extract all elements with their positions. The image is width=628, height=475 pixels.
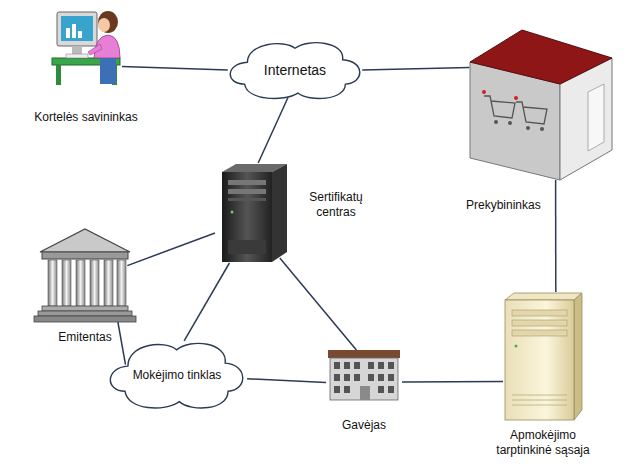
connector-line [247, 379, 326, 383]
node-label: Emitentas [58, 330, 111, 345]
server-icon [222, 164, 287, 262]
node-label: Kortelės savininkas [34, 110, 137, 125]
connector-line [362, 68, 469, 70]
building-node: Gavėjas [326, 350, 402, 400]
node-label: Gavėjas [342, 418, 386, 433]
connector-line [184, 263, 229, 341]
store-icon [470, 30, 612, 180]
cloud-shape [230, 43, 360, 99]
bank-node: Emitentas [38, 228, 132, 322]
server-node: Sertifikatų centras [215, 163, 287, 263]
connector-line [258, 98, 288, 163]
cloud-label: Mokėjimo tinklas [133, 367, 222, 383]
cloud-node: Internetas [225, 38, 365, 102]
bank-icon [34, 229, 136, 322]
node-label: Apmokėjimo tarptinkinė sąsaja [481, 428, 605, 458]
connector-line [127, 233, 215, 266]
building-icon [328, 350, 400, 400]
cloud-shape [111, 343, 243, 408]
node-label: Prekybininkas [466, 198, 541, 213]
merchant-node: Prekybininkas [468, 28, 614, 180]
node-label: Sertifikatų centras [301, 190, 371, 220]
cloud-label: Internetas [264, 62, 326, 78]
connector-line [118, 322, 126, 365]
connector-line [122, 67, 228, 71]
gateway-server-icon [505, 293, 582, 420]
server-node: Apmokėjimo tarptinkinė sąsaja [503, 292, 583, 420]
person-computer-icon [52, 11, 120, 85]
card-holder-node: Kortelės savininkas [50, 8, 122, 86]
connector-line [555, 180, 557, 292]
connector-line [280, 258, 357, 350]
cloud-node: Mokėjimo tinklas [105, 338, 248, 412]
connector-line [402, 381, 503, 383]
